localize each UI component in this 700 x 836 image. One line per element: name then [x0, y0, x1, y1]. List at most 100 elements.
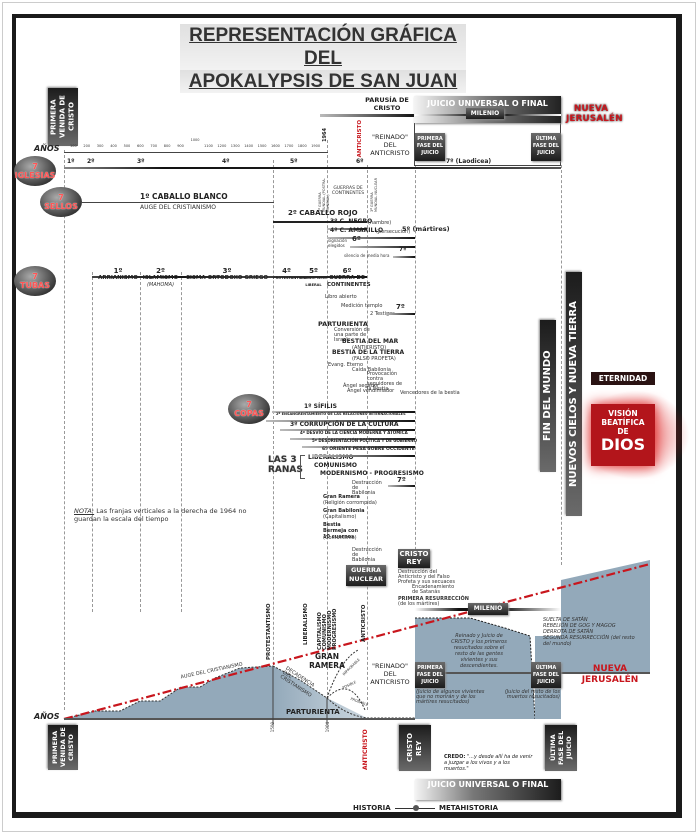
nota: NOTA: Las franjas verticales a la derech…: [74, 507, 254, 523]
copa-item: 5º DESORIENTACIÓN POLÍTICA Y DE GOBIERNO: [312, 438, 418, 443]
persecucion-note: (persecución): [376, 229, 411, 235]
credo: CREDO: "...y desde allí ha de venir a ju…: [444, 754, 534, 772]
copa-bar: [280, 429, 415, 431]
tuba-sub: (MAHOMA): [146, 282, 175, 288]
iglesia-item: 2º: [87, 158, 95, 165]
copa-item: 2º ENSANGRENTAMIENTO DE LAS RELACIONES I…: [276, 412, 406, 416]
guide-line: [92, 272, 93, 612]
hambre-note: (hambre): [368, 220, 392, 226]
tuba-number: 3º: [222, 267, 232, 275]
copa-bar: [290, 438, 415, 440]
silencio-note: silencio de media hora: [344, 253, 390, 258]
signacion-note: signación elegidos: [328, 238, 348, 248]
reinado-bottom: "REINADO" DEL ANTICRISTO: [370, 662, 410, 686]
iglesia-item: 6º: [356, 158, 364, 165]
anticristo-red-bottom: ANTICRISTO: [362, 729, 369, 770]
primera-resurreccion: PRIMERA RESURRECCIÓN: [398, 596, 469, 602]
year-tick: 1000: [190, 138, 200, 142]
guide-line: [273, 160, 274, 705]
guide-line: [561, 165, 562, 565]
tuba-number: 2º: [156, 267, 165, 275]
angel-vendimiador: Ángel vendimiador: [347, 388, 395, 394]
parturienta-top: PARTURIENTA: [318, 320, 368, 328]
year-tick: 300: [96, 144, 104, 148]
nueva-jerusalen-top: NUEVA JERUSALÉN: [566, 104, 623, 124]
ultima-fase-v-bottom: ÚLTIMA FASE DEL JUICIO: [545, 725, 577, 771]
copa-bar: [266, 420, 415, 422]
guide-line: [64, 150, 65, 710]
conversion-israel: Conversión de una parte de Israel: [334, 327, 370, 343]
copa-item: 6º ORIENTE PESA SOBRE OCCIDENTE: [322, 447, 415, 452]
nota-label: NOTA:: [74, 507, 95, 515]
evangelio-eterno: Evang. Eterno: [328, 362, 364, 368]
year-tick: 1700: [284, 144, 294, 148]
milenio-bottom: MILENIO: [468, 603, 508, 615]
decadencia-area: [273, 666, 415, 719]
primera-fase-top: PRIMERA FASE DEL JUICIO: [415, 133, 445, 161]
rana-modernismo: MODERNISMO - PROGRESISMO: [320, 470, 424, 477]
septima-copa-bar: [388, 485, 415, 487]
parusia-label: PARUSÍA DE CRISTO: [365, 96, 409, 112]
credo-label: CREDO:: [444, 754, 466, 760]
copa-item: 1º SÍFILIS: [304, 403, 337, 410]
parturienta-bottom: PARTURIENTA: [286, 708, 340, 716]
guide-line: [367, 165, 368, 710]
vision-text: VISIÓN BEATÍFICA DE: [601, 409, 645, 436]
year-tick: 800: [163, 144, 171, 148]
year-tick: 500: [123, 144, 131, 148]
year-1500: 1500: [270, 722, 275, 733]
destruccion-babilonia-1: Destrucción de Babilonia: [352, 480, 382, 496]
anticristo-v: ANTICRISTO: [361, 604, 367, 642]
year-tick: 1800: [297, 144, 307, 148]
year-tick: 1400: [244, 144, 254, 148]
primera-venida-box-top: PRIMERA VENIDA DE CRISTO: [48, 88, 78, 146]
caballo-blanco: 1º CABALLO BLANCO: [140, 192, 228, 201]
de-los-martires: (de los mártires): [398, 601, 440, 607]
reinado-juicio-text: Reinado y Juicio de CRISTO y los primero…: [451, 633, 507, 669]
year-tick: 1300: [230, 144, 240, 148]
ranas-bracket: [300, 455, 305, 479]
provocacion: Provocación contra seguidores de la best…: [367, 371, 403, 392]
year-tick: 1500: [257, 144, 267, 148]
metahistoria-label: METAHISTORIA: [439, 804, 499, 812]
tubas-bar: [92, 276, 367, 278]
juicio-universal-bottom: JUICIO UNIVERSAL O FINAL: [415, 779, 561, 800]
year-tick: 1100: [204, 144, 213, 148]
copa-item: 4º DESVÍO DE LA CIENCIA MODERNA Y ATÓMIC…: [300, 430, 408, 435]
year-tick: 200: [83, 144, 91, 148]
iglesias-bar: [64, 167, 561, 169]
amarillo-bar: [327, 237, 415, 239]
title-line-1: REPRESENTACIÓN GRÁFICA DEL: [180, 24, 466, 70]
year-1964-top: 1964: [322, 128, 328, 142]
year-tick: 100: [70, 144, 77, 148]
vencedores-bestia: Vencedores de la bestia: [400, 390, 460, 396]
angel-segador: Ángel segador: [343, 383, 380, 389]
iglesia-item: 1º: [67, 158, 75, 165]
nota-text: Las franjas verticales a la derecha de 1…: [74, 507, 247, 523]
sello-sexto: 6º: [352, 235, 361, 243]
auge-area: [64, 666, 273, 719]
anos-label-bottom: AÑOS: [34, 712, 60, 721]
credo-text: "...y desde allí ha de venir a juzgar a …: [444, 754, 533, 772]
posible-curve: [326, 688, 366, 711]
iglesia-item: 5º: [290, 158, 298, 165]
caballo-blanco-line: [82, 202, 274, 203]
copa-item: 3º CORRUPCIÓN DE LA CULTURA: [290, 421, 399, 428]
dios-text: DIOS: [600, 435, 646, 454]
destruccion-anticristo: Destrucción del Anticristo y del Falso P…: [398, 569, 455, 585]
tubas-note-libro: Libro abierto: [325, 294, 357, 300]
caida-babilonia: Caída Babilonia: [352, 367, 391, 373]
capitalismo-v: CAPITALISMO COMUNISMO MODERNISMO PROGRES…: [317, 608, 338, 650]
iglesia-item: 4º: [222, 158, 230, 165]
tubas-note-testigos: 2 Testigos: [370, 311, 395, 317]
